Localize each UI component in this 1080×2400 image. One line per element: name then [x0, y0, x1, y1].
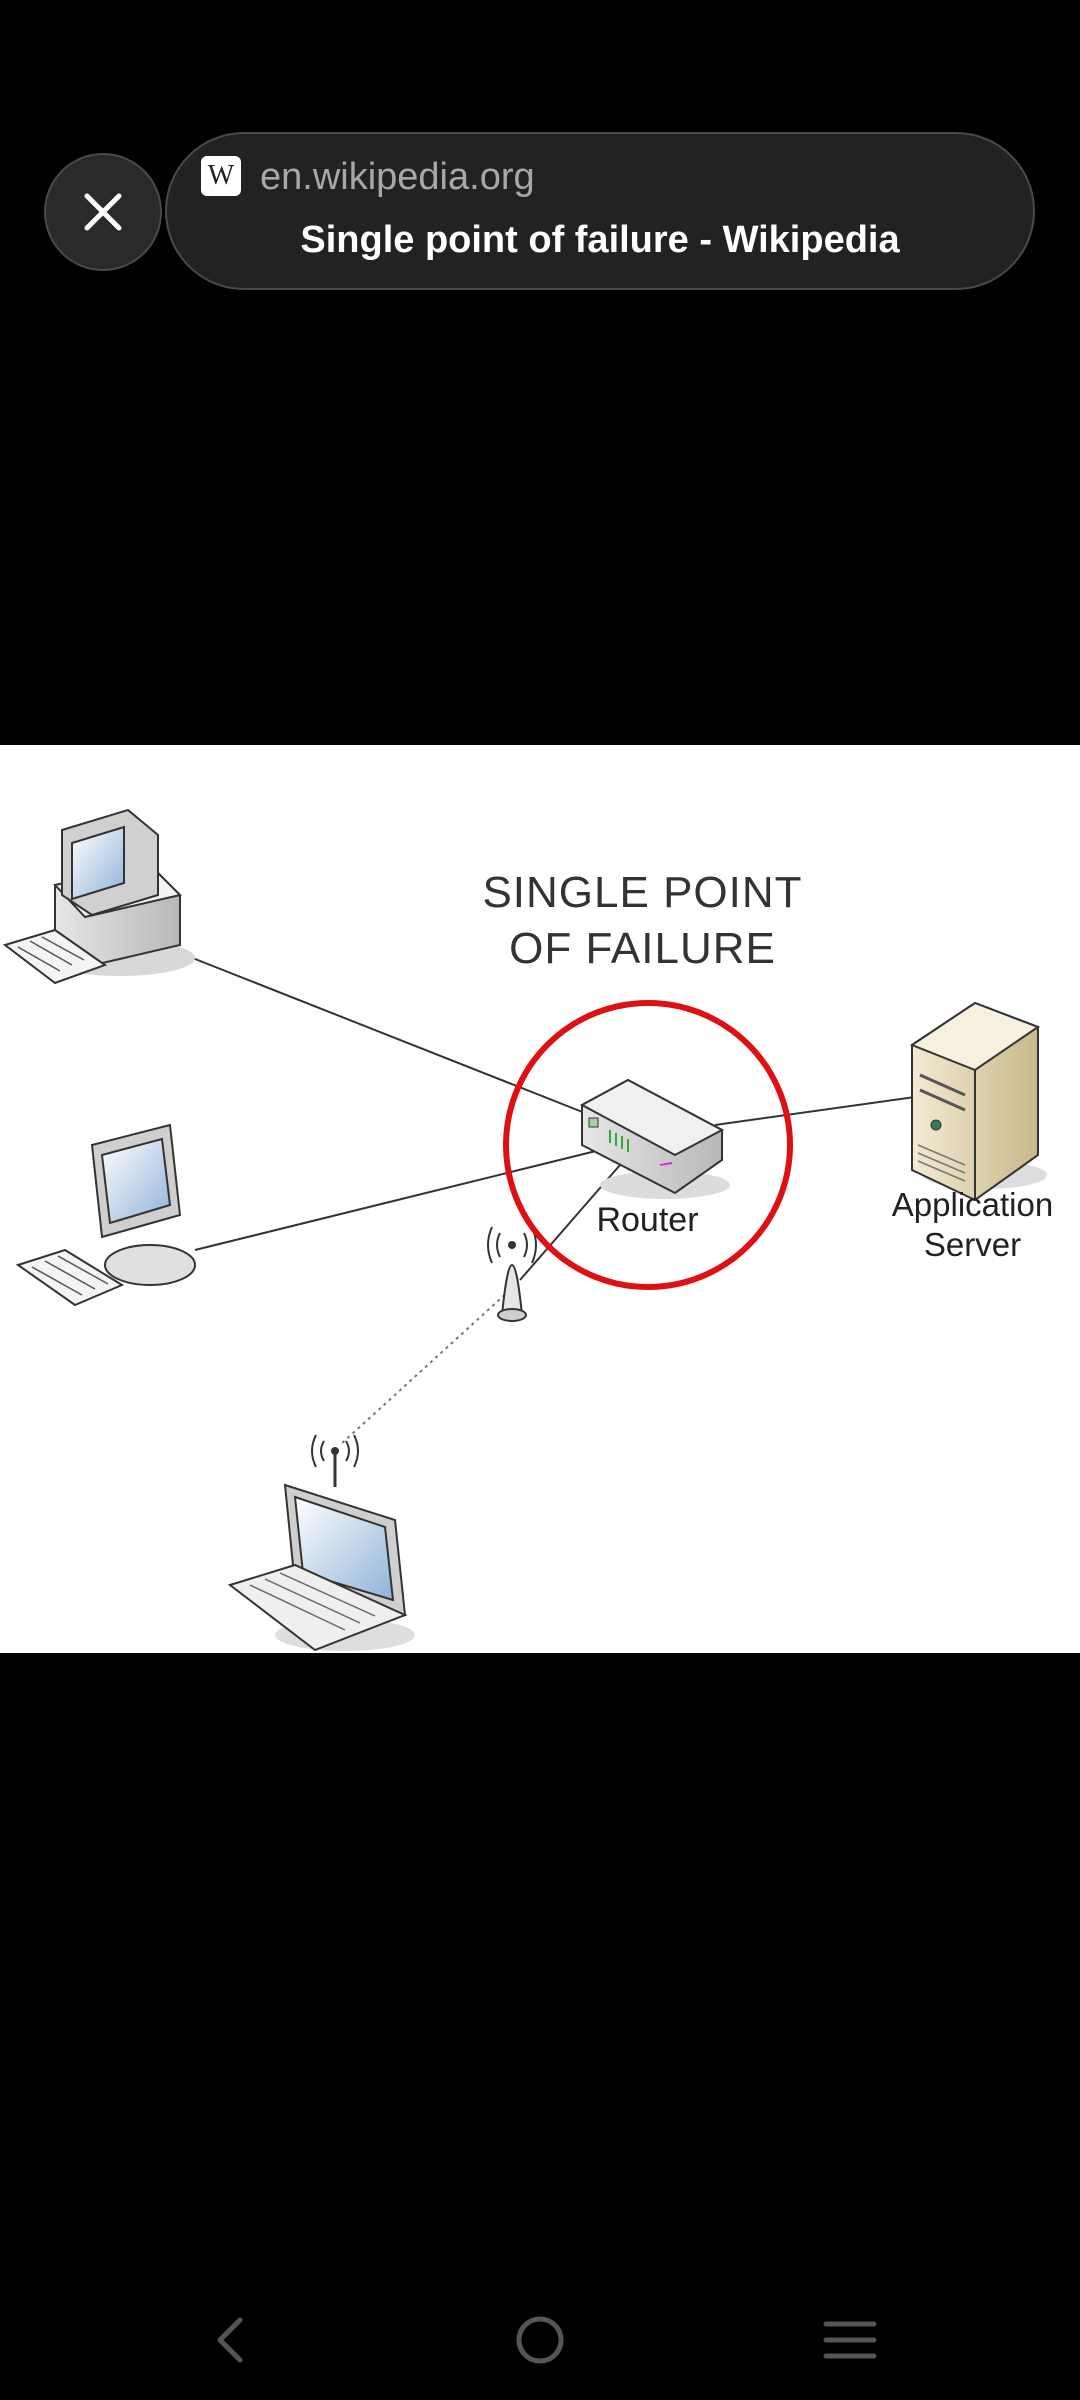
link-workstation-router	[194, 1149, 601, 1251]
router-label: Router	[596, 1201, 699, 1239]
laptop-icon	[227, 1434, 415, 1652]
diagram-title-line-1: SINGLE POINT	[482, 868, 803, 917]
application-server-icon	[909, 1001, 1047, 1202]
source-page-title: Single point of failure - Wikipedia	[300, 219, 900, 261]
server-label-line-1: Application	[891, 1186, 1054, 1223]
wireless-link	[339, 1289, 511, 1446]
source-link[interactable]: W en.wikipedia.org Single point of failu…	[165, 132, 1035, 290]
workstation-icon	[15, 1123, 196, 1307]
link-desktop-router	[184, 954, 591, 1116]
home-button[interactable]	[480, 2300, 600, 2380]
close-icon	[84, 193, 122, 231]
home-icon	[516, 2316, 564, 2364]
diagram-title: SINGLE POINT OF FAILURE	[420, 865, 865, 977]
system-navigation-bar	[0, 2280, 1080, 2400]
diagram-title-line-2: OF FAILURE	[509, 924, 776, 973]
back-icon	[217, 2317, 243, 2363]
close-button[interactable]	[44, 153, 162, 271]
diagram-image[interactable]: SINGLE POINT OF FAILURE Router Applicati…	[0, 745, 1080, 1653]
desktop-computer-icon	[2, 808, 195, 985]
recents-icon	[823, 2321, 877, 2359]
recents-button[interactable]	[790, 2300, 910, 2380]
back-button[interactable]	[170, 2300, 290, 2380]
server-label-line-2: Server	[923, 1226, 1022, 1263]
network-links	[184, 954, 916, 1281]
wikipedia-favicon-icon: W	[201, 156, 241, 196]
wireless-access-point-icon	[487, 1226, 537, 1322]
source-domain: en.wikipedia.org	[260, 156, 535, 198]
failure-highlight-circle	[503, 1000, 793, 1290]
router-icon	[579, 1078, 730, 1199]
link-router-server	[714, 1096, 916, 1126]
application-server-label: Application Server	[870, 1185, 1075, 1265]
